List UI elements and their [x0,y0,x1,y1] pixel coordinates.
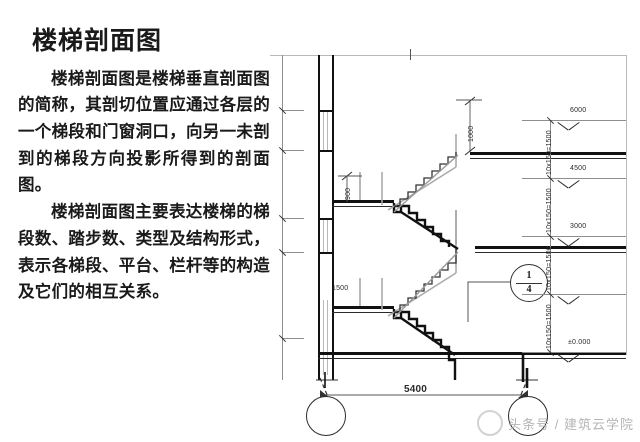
landing-slab-1500 [332,306,394,309]
detail-callout[interactable]: 1 4 [510,264,548,302]
article-text-column: 楼梯剖面图 楼梯剖面图是楼梯垂直剖面图的简称，其剖切位置应通过各层的一个梯段和门… [18,28,270,306]
dim-1000-tick-bottom [464,146,476,156]
wall-hatch-6 [327,300,328,375]
toutiao-logo-icon [477,410,504,436]
wall-hatch-5 [323,300,324,375]
riser-dim-label-2: 10x150=1500 [546,188,553,233]
dim-label-900: 900 [345,187,352,200]
ground-slab-0000 [318,352,626,355]
wall-outer-face [318,55,320,380]
riser-dim-label-1: 10x150=1500 [546,130,553,175]
elevation-label-0000: ±0.000 [568,339,591,346]
level-line-0000 [522,352,626,353]
dim-5400-leader-left [319,377,329,398]
dim-ext-3 [282,218,304,219]
level-line-1500 [522,294,626,295]
landing-slab-4500-under [332,206,394,207]
grid-bubble-a[interactable] [306,396,346,436]
drawing-top-border [270,55,626,56]
article-body: 楼梯剖面图是楼梯垂直剖面图的简称，其剖切位置应通过各层的一个梯段和门窗洞口，向另… [18,66,270,306]
paragraph-1: 楼梯剖面图是楼梯垂直剖面图的简称，其剖切位置应通过各层的一个梯段和门窗洞口，向另… [18,68,270,195]
stair-flight-d-treads [394,152,457,207]
paragraph-2: 楼梯剖面图主要表达楼梯的梯段数、踏步数、类型及结构形式，表示各梯段、平台、栏杆等… [18,202,270,302]
wall-inner-face [332,55,334,380]
ground-slab-0000-under [318,358,626,359]
grid-bubble-b[interactable] [508,396,548,436]
detail-callout-sheet: 4 [526,283,532,295]
wall-opening-sill-1 [318,150,334,152]
stair-section-drawing: 1000 900 1500 5400 1 4 60 [270,0,640,442]
dim-ext-4 [282,252,304,253]
floor-slab-6000-under [470,158,626,159]
page-title: 楼梯剖面图 [32,28,163,55]
stair-flight-b-soffit [393,251,459,319]
elevation-label-4500: 4500 [570,165,587,172]
elevation-label-3000: 3000 [570,223,587,230]
landing-slab-1500-under [332,312,394,313]
dim-1000-tick-top [464,96,476,106]
level-line-6000 [522,120,626,121]
stair-flight-a-base [447,353,457,380]
floor-slab-6000 [470,152,626,155]
riser-dim-label-4: 10x150=1500 [546,304,553,349]
stair-flight-b-treads [394,249,457,313]
wall-opening-sill-2 [318,252,334,254]
wall-opening-head-1 [318,110,334,112]
dim-label-1500: 1500 [332,285,349,292]
detail-leader-line [467,281,513,322]
stair-flight-a-soffit [400,317,456,356]
drawing-right-border [626,55,627,355]
dim-ext-5 [282,338,304,339]
stair-flight-d-soffit [393,154,459,213]
stair-flight-b-handrail [387,272,457,317]
stair-flight-d-handrail [387,166,457,211]
dim-label-1000: 1000 [468,125,475,142]
stair-flights-geometry [316,96,538,398]
elevation-label-6000: 6000 [570,107,587,114]
wall-hatch-4 [327,220,328,252]
wall-opening-head-2 [318,218,334,220]
watermark-text: 头条号 / 建筑云学院 [508,416,634,432]
riser-dim-label-3: 10x150=1500 [546,246,553,291]
wall-hatch-2 [327,112,328,150]
watermark: 头条号 / 建筑云学院 [477,410,634,436]
elevation-marker-1500 [558,286,572,296]
dim-ext-2 [282,150,304,151]
detail-callout-number: 1 [526,270,532,281]
wall-hatch-3 [323,220,324,252]
dim-ext-1 [282,110,304,111]
wall-hatch-1 [323,112,324,150]
stair-flight-c-soffit [400,210,459,251]
detail-callout-divider [516,282,542,284]
dim-label-5400: 5400 [404,384,428,395]
level-line-4500 [522,178,626,179]
break-symbol [410,49,411,60]
level-line-3000 [522,236,626,237]
landing-slab-4500 [332,200,394,203]
